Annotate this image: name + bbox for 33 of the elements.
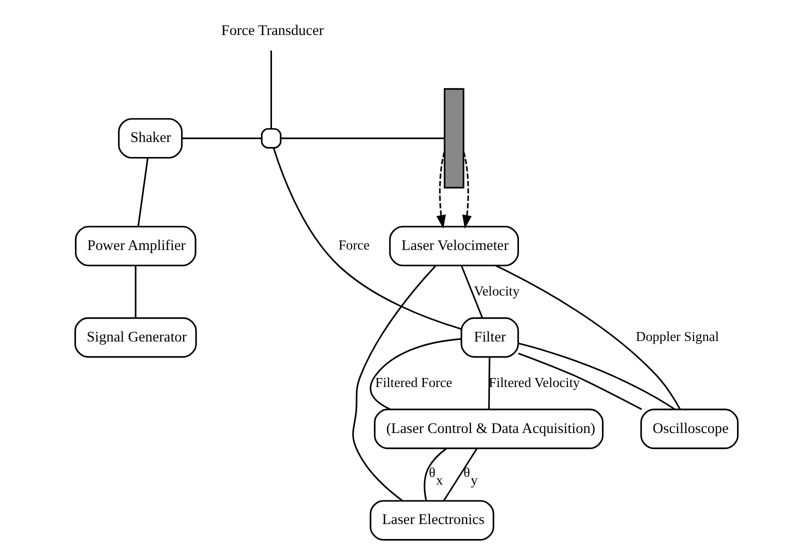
node-box: Filter — [460, 317, 518, 358]
arrow — [462, 152, 472, 229]
edge-label: Velocity — [474, 283, 520, 298]
connector — [488, 357, 490, 410]
connector — [270, 50, 272, 128]
connector — [272, 148, 461, 330]
connector — [423, 448, 446, 502]
node-box: Power Amplifier — [74, 226, 196, 266]
node-box: (Laser Control & Data Acquisition) — [373, 408, 604, 450]
node-box: Laser Velocimeter — [388, 226, 518, 266]
node-box: Signal Generator — [74, 317, 196, 358]
connector — [460, 265, 483, 318]
node-bar — [443, 88, 464, 189]
edge-label: Filtered Velocity — [488, 374, 580, 390]
node-box — [260, 128, 281, 149]
node-box: Shaker — [118, 118, 182, 159]
node-box: Oscilloscope — [640, 408, 738, 450]
connector — [181, 138, 261, 140]
connector — [518, 342, 675, 410]
connector — [442, 448, 478, 502]
connector — [369, 338, 461, 410]
node-box: Laser Electronics — [369, 500, 494, 541]
connector — [518, 352, 642, 410]
connector — [494, 264, 680, 410]
edge-label: Force — [338, 238, 370, 253]
edge-label: Filtered Force — [374, 374, 452, 390]
connector — [352, 265, 436, 502]
connector — [136, 158, 148, 227]
node-text: Force Transducer — [220, 23, 324, 40]
connector — [280, 138, 444, 140]
arrow — [436, 152, 446, 229]
connector — [134, 266, 136, 318]
edge-label: Doppler Signal — [635, 329, 718, 344]
